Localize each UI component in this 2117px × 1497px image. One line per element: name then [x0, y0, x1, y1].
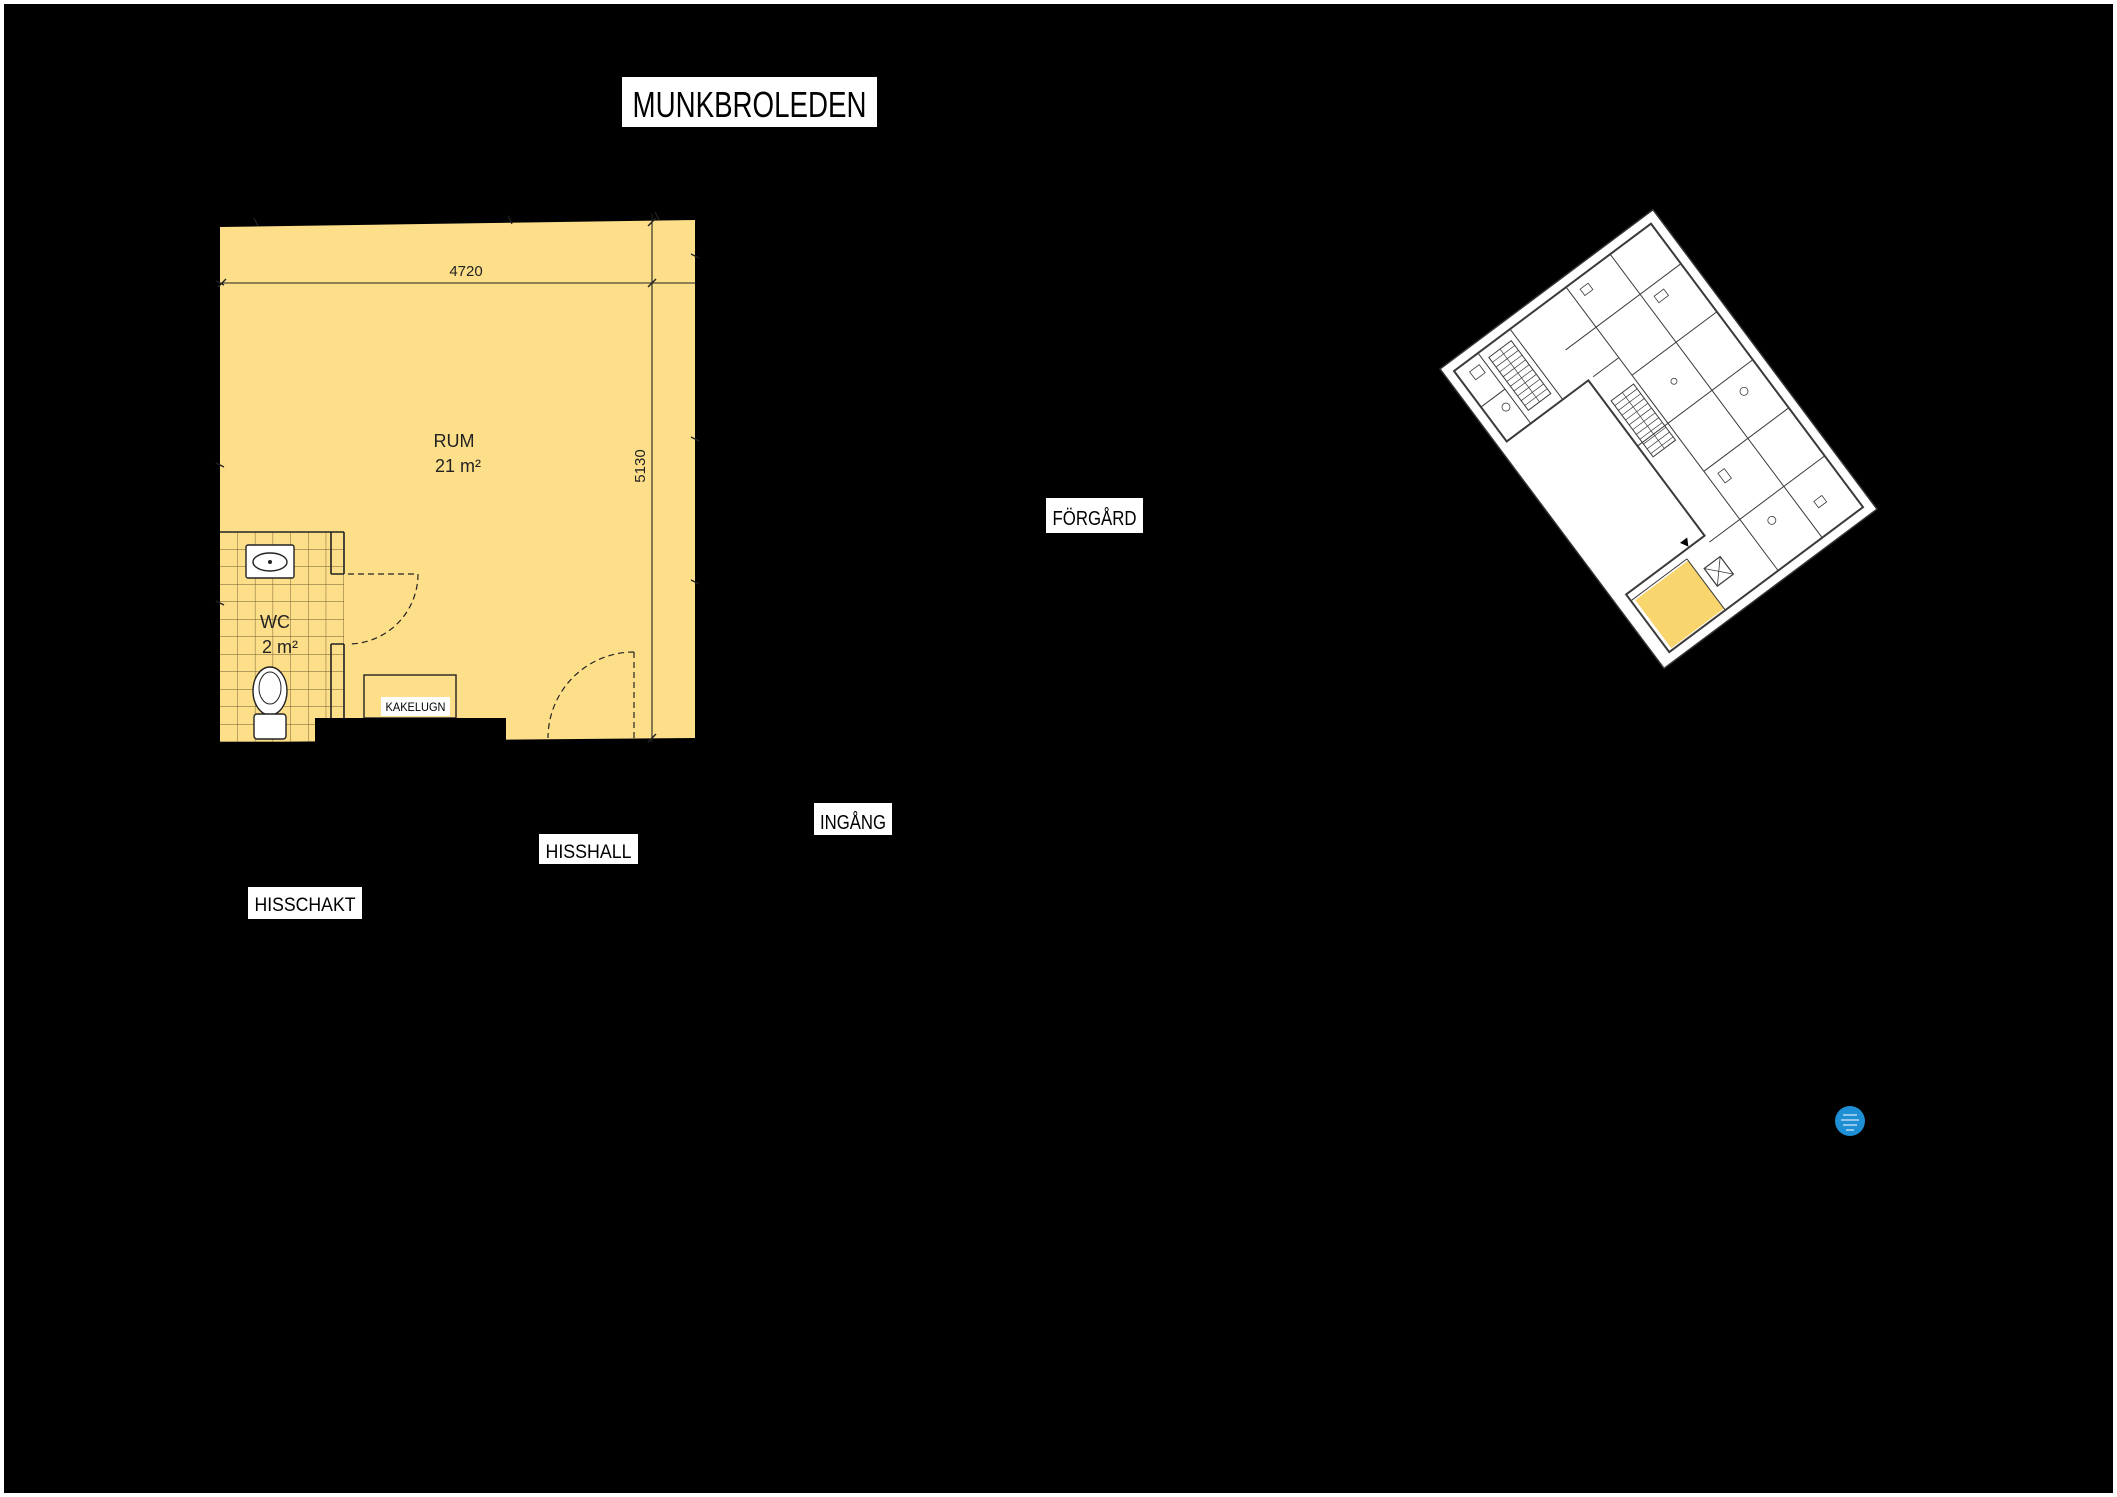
elevator-shaft-label: HISSCHAKT	[248, 887, 362, 919]
sink-icon	[245, 544, 295, 579]
courtyard-label: FÖRGÅRD	[1046, 498, 1143, 533]
elevator-hall-label-text: HISSHALL	[546, 842, 632, 863]
triangle-marker-icon	[1679, 537, 1689, 547]
courtyard-label-text: FÖRGÅRD	[1053, 507, 1137, 530]
wc-name: WC	[260, 612, 290, 632]
key-plan-outer-walls	[1452, 222, 1865, 654]
width-dimension: 4720	[217, 263, 695, 288]
street-label-box	[622, 77, 877, 127]
tiled-stove-label-box	[381, 697, 450, 716]
chimney-wall	[315, 718, 506, 742]
logo-badge-icon	[1835, 1106, 1865, 1136]
key-plan-stair	[1488, 339, 1552, 412]
wall-ticks	[215, 211, 700, 606]
door-swing-icon	[347, 573, 419, 645]
elevator-hall-label: HISSHALL	[539, 834, 638, 864]
tiled-stove: KAKELUGN	[363, 674, 457, 719]
depth-dimension: 5130	[632, 214, 657, 743]
tiled-stove-label: KAKELUGN	[386, 700, 446, 714]
key-plan-central-stair	[1610, 383, 1677, 458]
entrance-label-text: INGÅNG	[820, 811, 886, 834]
entrance-label: INGÅNG	[814, 803, 892, 835]
street-label: MUNKBROLEDEN	[622, 77, 877, 127]
street-label-text: MUNKBROLEDEN	[633, 84, 867, 125]
elevator-shaft-label-text: HISSCHAKT	[255, 895, 356, 916]
key-plan	[1438, 208, 1879, 670]
wc-partition	[220, 531, 345, 742]
key-plan-fixtures	[1469, 282, 1828, 525]
key-plan-background	[1438, 208, 1879, 670]
unit-plan: WC 2 m² KAKELUGN 4720	[215, 211, 700, 743]
key-plan-highlighted-unit	[1635, 560, 1725, 649]
room-name: RUM	[434, 431, 475, 451]
key-plan-interior-walls	[1477, 253, 1825, 611]
room-area: 21 m²	[435, 456, 481, 476]
depth-dimension-value: 5130	[632, 449, 649, 482]
toilet-icon	[252, 666, 288, 740]
wc-area: 2 m²	[262, 637, 298, 657]
width-dimension-value: 4720	[449, 263, 482, 280]
entrance-door-swing-icon	[547, 651, 635, 739]
key-plan-elevator	[1703, 555, 1735, 587]
